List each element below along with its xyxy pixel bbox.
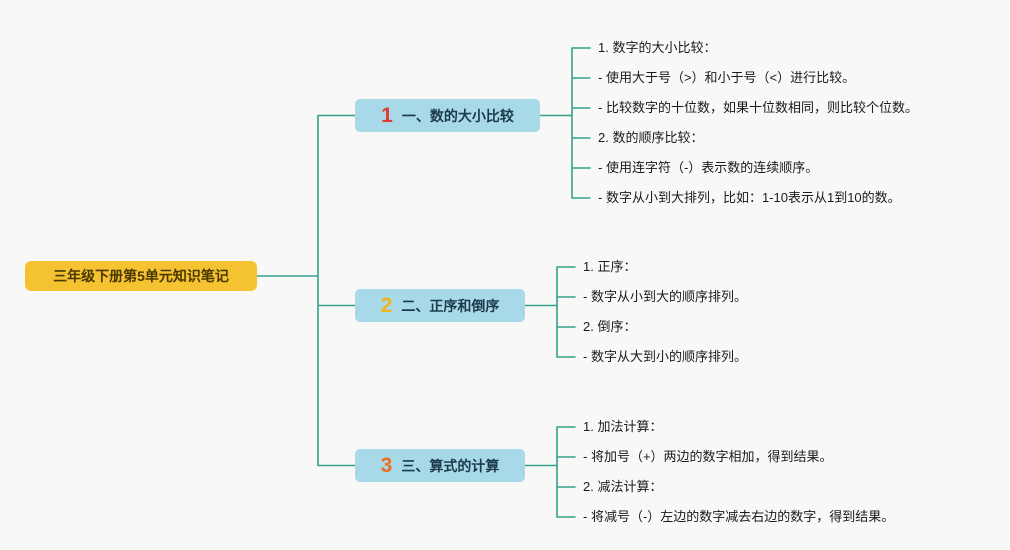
leaf-item[interactable]: - 数字从小到大的顺序排列。 — [583, 289, 747, 304]
branch-2-number: 2 — [380, 294, 393, 317]
leaf-item[interactable]: - 数字从大到小的顺序排列。 — [583, 349, 747, 364]
leaf-item[interactable]: 1. 数字的大小比较： — [598, 40, 717, 55]
branch-2-label: 二、正序和倒序 — [401, 297, 500, 314]
leaf-item[interactable]: - 将加号（+）两边的数字相加，得到结果。 — [583, 449, 833, 464]
leaf-item[interactable]: 1. 加法计算： — [583, 419, 663, 434]
root-node-label: 三年级下册第5单元知识笔记 — [53, 268, 229, 284]
leaf-item[interactable]: 1. 正序： — [583, 259, 637, 274]
leaf-item[interactable]: - 数字从小到大排列，比如：1-10表示从1到10的数。 — [598, 190, 901, 205]
branch2-leaf-lines — [524, 266, 576, 358]
leaf-item[interactable]: 2. 数的顺序比较： — [598, 130, 704, 145]
branch3-leaf-lines — [524, 426, 576, 518]
branch-1-number: 1 — [381, 104, 393, 127]
root-trunk-line — [256, 114, 356, 467]
branch-node-3[interactable]: 3 三、算式的计算 — [355, 449, 525, 482]
leaf-item[interactable]: - 比较数字的十位数，如果十位数相同，则比较个位数。 — [598, 100, 918, 115]
branch-node-2[interactable]: 2 二、正序和倒序 — [355, 289, 525, 322]
root-node[interactable]: 三年级下册第5单元知识笔记 — [25, 261, 257, 291]
leaf-item[interactable]: - 使用大于号（>）和小于号（<）进行比较。 — [598, 70, 856, 85]
branch-1-label: 一、数的大小比较 — [401, 107, 514, 124]
leaf-item[interactable]: 2. 倒序： — [583, 319, 637, 334]
leaf-item[interactable]: 2. 减法计算： — [583, 479, 663, 494]
branch-3-number: 3 — [380, 454, 393, 477]
leaf-item[interactable]: - 使用连字符（-）表示数的连续顺序。 — [598, 160, 819, 175]
branch-node-1[interactable]: 1 一、数的大小比较 — [355, 99, 540, 132]
branch1-leaf-lines — [539, 47, 591, 199]
branch-3-label: 三、算式的计算 — [401, 457, 500, 474]
leaf-item[interactable]: - 将减号（-）左边的数字减去右边的数字，得到结果。 — [583, 509, 895, 524]
